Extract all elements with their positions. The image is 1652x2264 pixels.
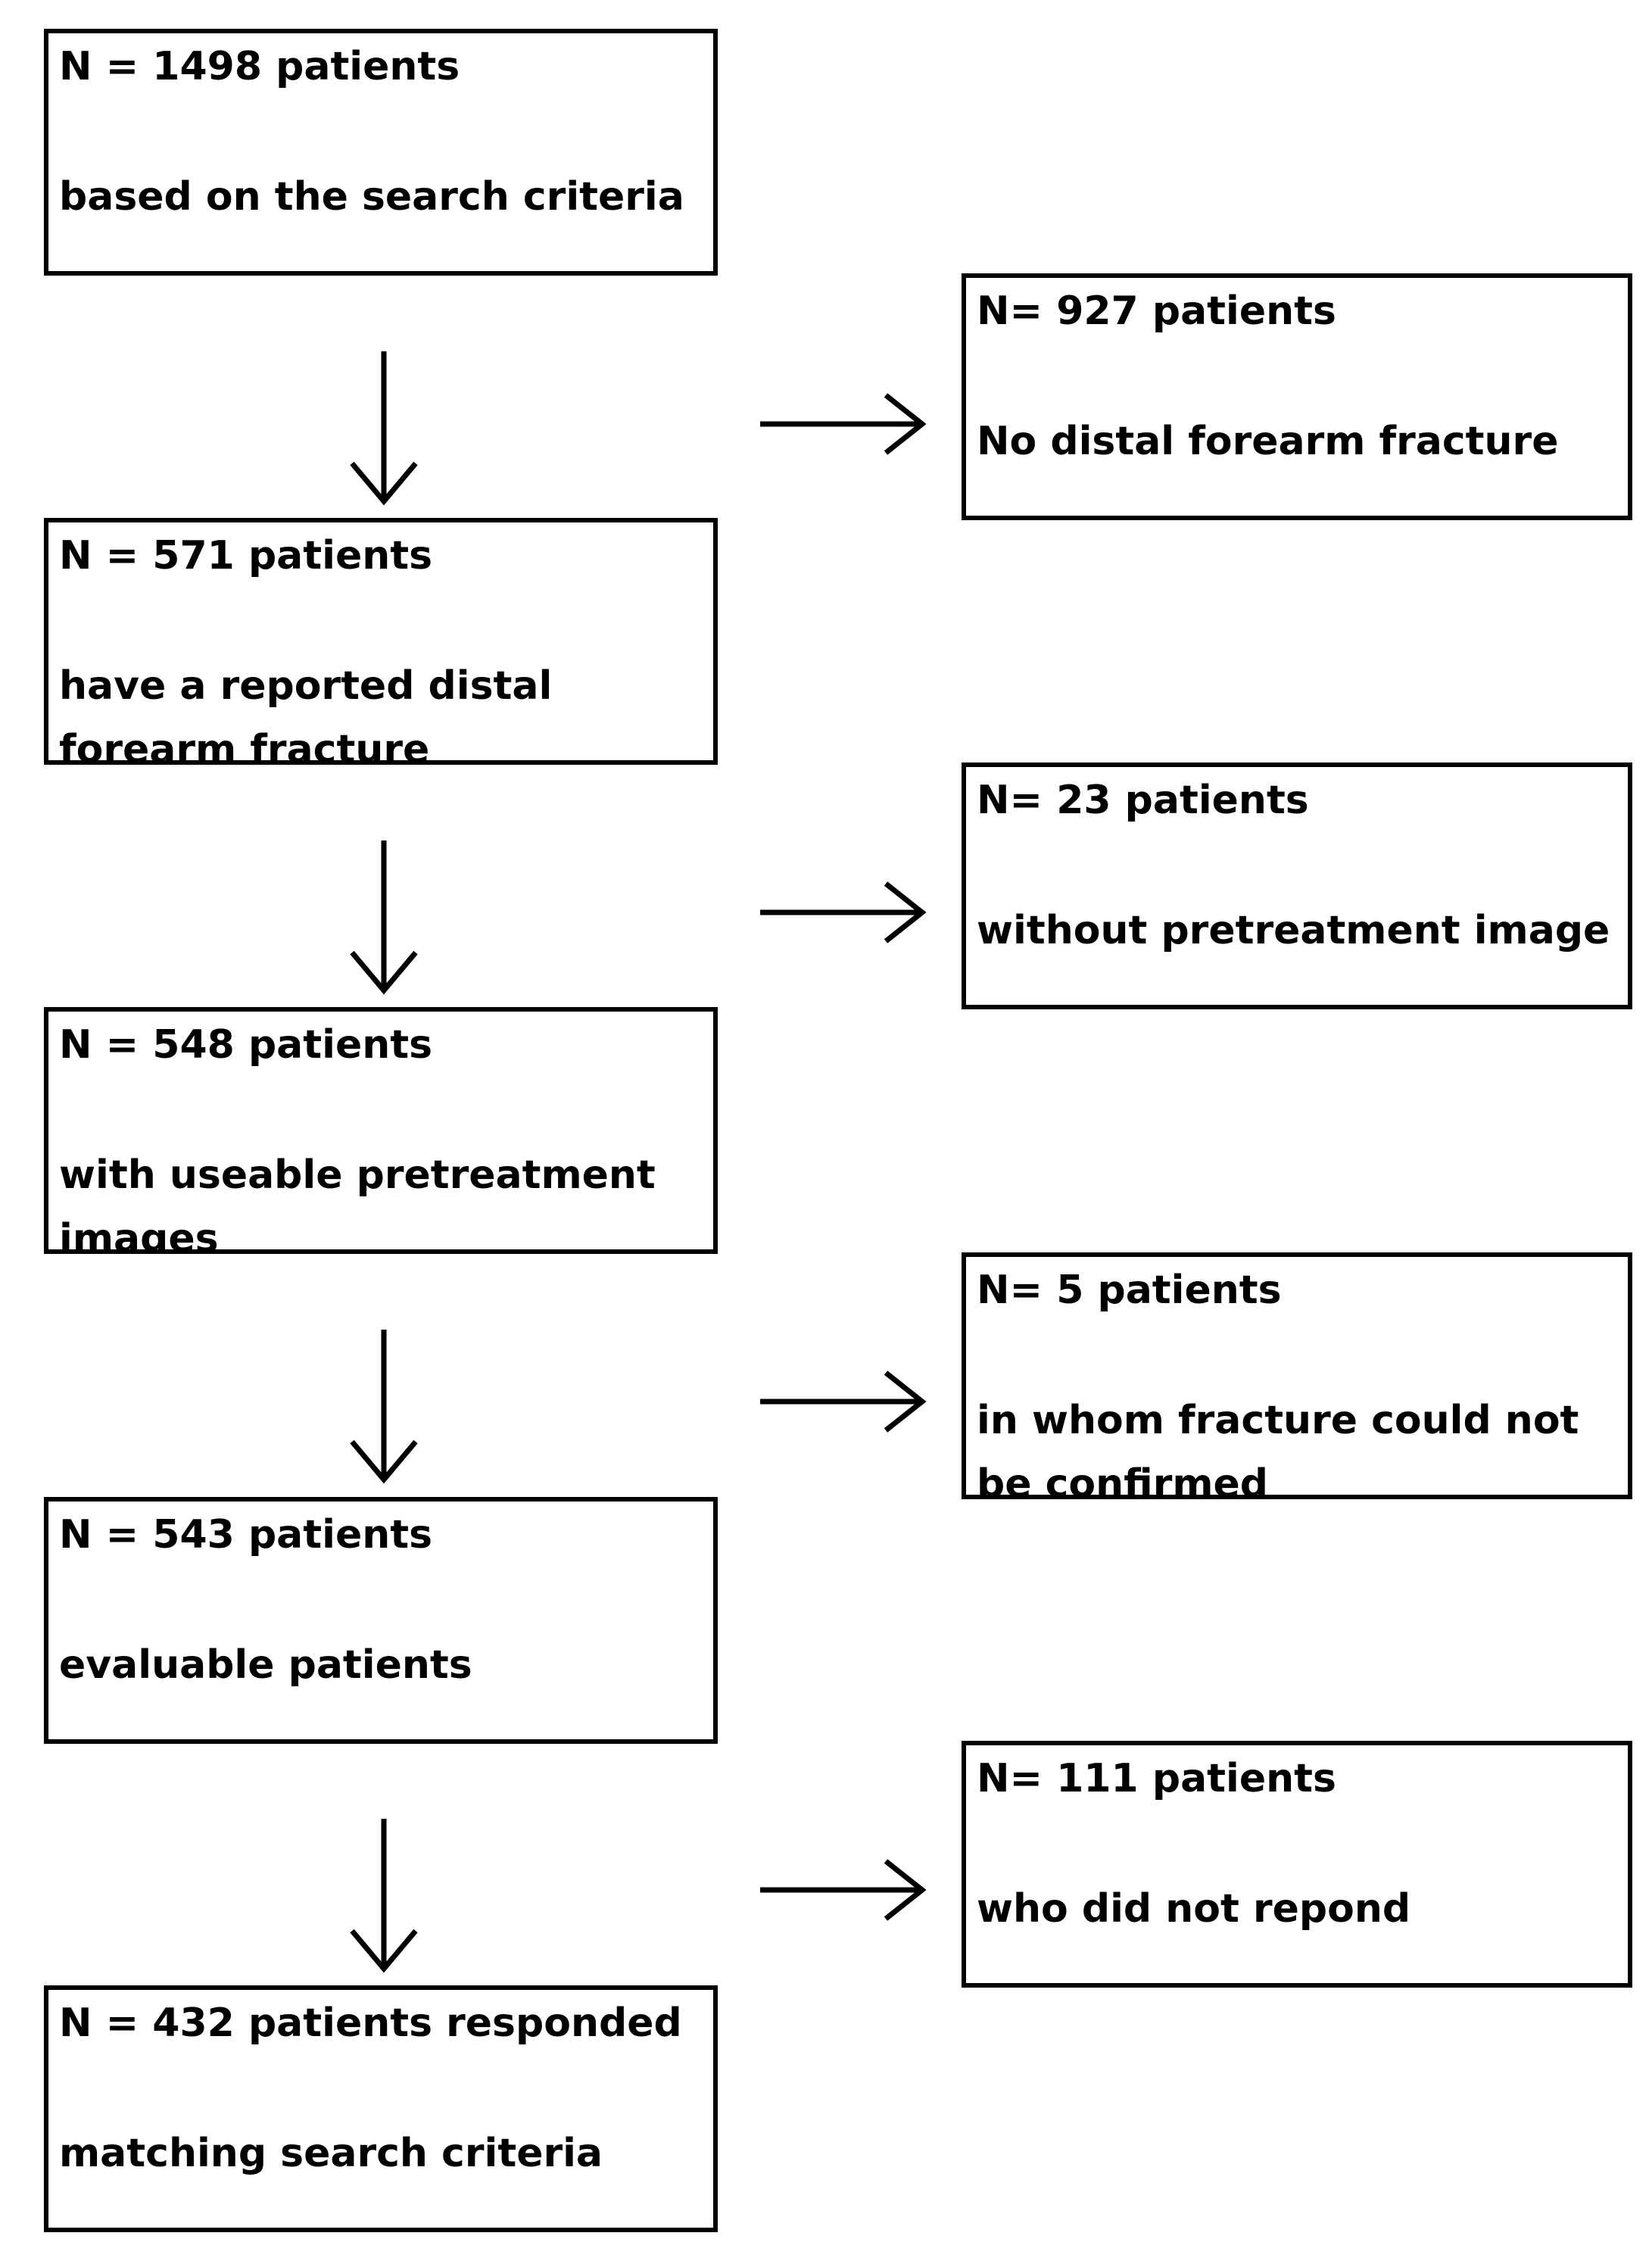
exclusion-box-description: in whom fracture could not be confirmed bbox=[977, 1398, 1579, 1499]
exclusion-box-count: N= 23 patients bbox=[977, 778, 1309, 823]
exclusion-box-count: N= 5 patients bbox=[977, 1268, 1282, 1313]
flow-box-initial-search: N = 1498 patients based on the search cr… bbox=[44, 29, 718, 276]
exclusion-box-description: without pretreatment image bbox=[977, 908, 1610, 953]
flow-box-description: have a reported distal forearm fracture bbox=[59, 663, 553, 765]
flow-box-count: N = 571 patients bbox=[59, 533, 433, 578]
down-arrow-3 bbox=[350, 1819, 418, 1973]
exclusion-box-description: who did not repond bbox=[977, 1886, 1411, 1932]
right-arrow-2 bbox=[760, 1371, 927, 1433]
exclusion-box-description: No distal forearm fracture bbox=[977, 419, 1559, 464]
flow-box-description: matching search criteria bbox=[59, 2131, 603, 2176]
flow-box-count: N = 543 patients bbox=[59, 1512, 433, 1558]
flow-box-count: N = 432 patients responded bbox=[59, 2000, 682, 2046]
exclusion-box-no-response: N= 111 patients who did not repond bbox=[962, 1741, 1632, 1988]
exclusion-box-no-image: N= 23 patients without pretreatment imag… bbox=[962, 762, 1632, 1009]
exclusion-box-count: N= 927 patients bbox=[977, 288, 1336, 334]
right-arrow-0 bbox=[760, 393, 927, 455]
exclusion-box-not-confirmed: N= 5 patients in whom fracture could not… bbox=[962, 1252, 1632, 1499]
exclusion-box-no-fracture: N= 927 patients No distal forearm fractu… bbox=[962, 273, 1632, 520]
right-arrow-3 bbox=[760, 1859, 927, 1921]
flow-box-responded: N = 432 patients responded matching sear… bbox=[44, 1985, 718, 2232]
flow-box-useable-images: N = 548 patients with useable pretreatme… bbox=[44, 1007, 718, 1254]
flow-box-description: evaluable patients bbox=[59, 1642, 472, 1688]
down-arrow-1 bbox=[350, 840, 418, 995]
flow-box-evaluable: N = 543 patients evaluable patients bbox=[44, 1497, 718, 1744]
flow-box-reported-fracture: N = 571 patients have a reported distal … bbox=[44, 518, 718, 765]
flow-box-description: with useable pretreatment images bbox=[59, 1152, 656, 1254]
down-arrow-0 bbox=[350, 351, 418, 506]
right-arrow-1 bbox=[760, 881, 927, 943]
flow-box-count: N = 548 patients bbox=[59, 1022, 433, 1068]
flow-box-description: based on the search criteria bbox=[59, 174, 684, 220]
flow-box-count: N = 1498 patients bbox=[59, 44, 460, 89]
exclusion-box-count: N= 111 patients bbox=[977, 1756, 1336, 1801]
down-arrow-2 bbox=[350, 1330, 418, 1484]
